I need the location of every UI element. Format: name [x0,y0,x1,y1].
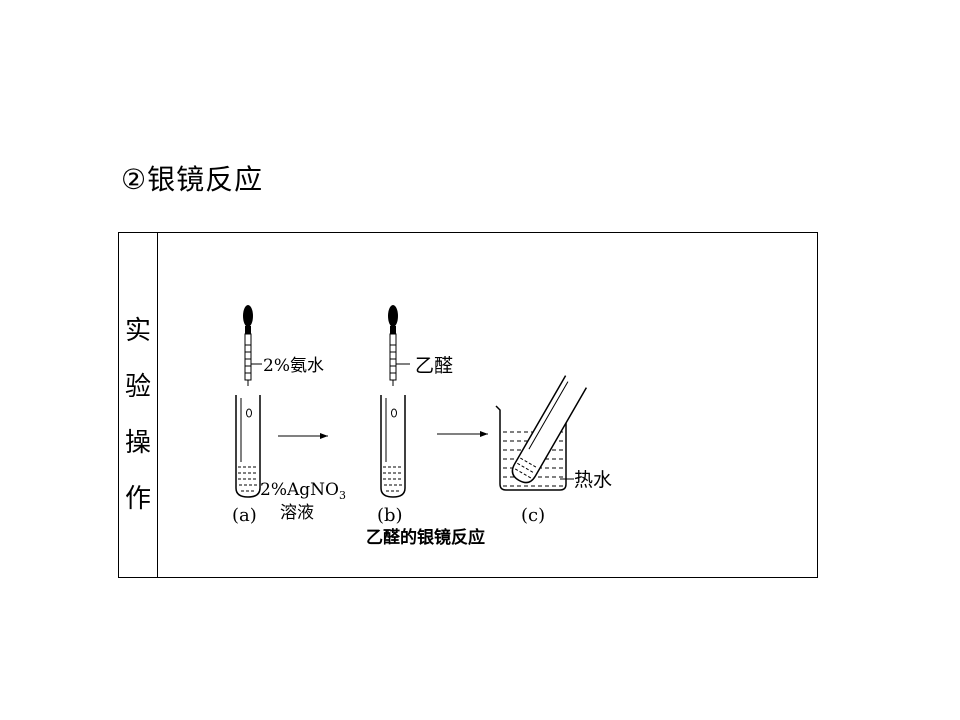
diagram-caption: 乙醛的银镜反应 [366,527,485,548]
dropper-b [388,305,398,386]
test-tube-a [235,395,261,498]
side-label: 实 验 操 作 [119,303,157,527]
side-char: 作 [124,484,151,514]
test-tube-b [380,395,406,498]
step-b-label: (b) [377,505,403,526]
column-divider [157,233,158,577]
step-a-label: (a) [232,505,257,526]
reagent-b-label: 乙醛 [415,355,453,377]
experiment-table: 实 验 操 作 [118,232,818,578]
hot-water-label: 热水 [574,469,612,491]
side-char: 实 [124,316,151,346]
solution-label: 溶液 [280,503,314,523]
dropper-a [243,305,253,386]
tilted-test-tube [511,375,588,484]
reagent-a-label: 2%氨水 [263,356,324,376]
slide-title: ②银镜反应 [121,163,264,196]
side-char: 验 [124,372,151,402]
step-c-label: (c) [521,505,545,526]
side-char: 操 [124,428,151,458]
agno3-label: 2%AgNO3 [260,480,346,502]
